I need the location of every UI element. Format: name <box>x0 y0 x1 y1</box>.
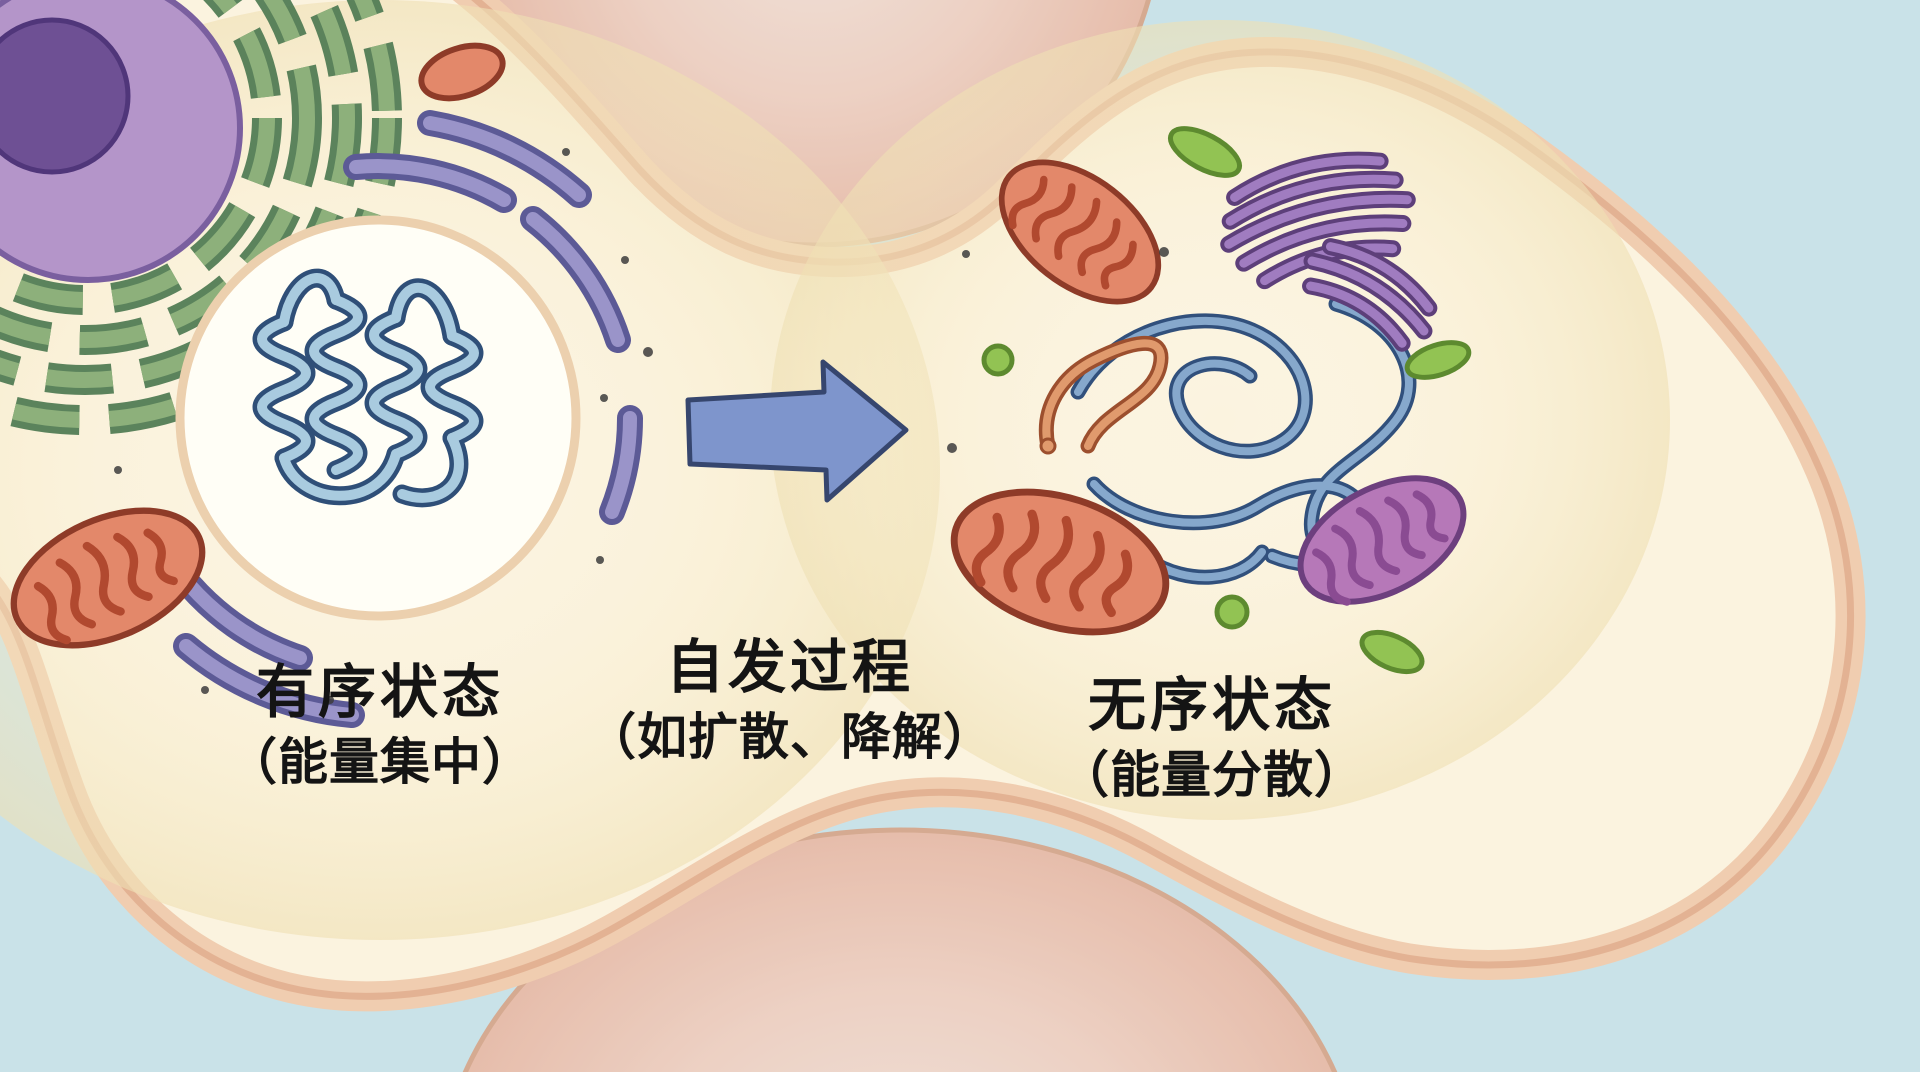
spontaneous-process-subtitle: （如扩散、降解） <box>586 709 994 766</box>
ribosome-dots-right <box>947 247 1169 453</box>
disordered-state-subtitle: （能量分散） <box>1059 747 1365 804</box>
mitochondrion-right-top <box>998 159 1162 305</box>
mitochondrion-purple <box>1297 475 1467 627</box>
disordered-region <box>947 126 1472 675</box>
ordered-state-title: 有序状态 <box>255 660 504 725</box>
label-disordered-state: 无序状态 （能量分散） <box>1059 668 1365 808</box>
small-organelle-bean <box>418 42 506 102</box>
mitochondrion-left <box>10 507 206 649</box>
green-vesicles <box>981 126 1472 675</box>
spontaneous-process-title: 自发过程 <box>665 635 914 700</box>
ordered-state-subtitle: （能量集中） <box>227 734 533 791</box>
label-spontaneous-process: 自发过程 （如扩散、降解） <box>586 630 994 770</box>
strand-end-dot <box>1039 437 1057 455</box>
mitochondrion-right-bottom <box>950 488 1170 636</box>
nucleolus <box>0 17 131 175</box>
label-ordered-state: 有序状态 （能量集中） <box>227 655 533 795</box>
process-arrow <box>685 359 909 503</box>
ordered-region <box>0 0 653 715</box>
ribosome-dots-left <box>114 148 653 704</box>
cytoplasm-wash-right <box>770 20 1670 820</box>
disordered-state-title: 无序状态 <box>1087 673 1336 738</box>
